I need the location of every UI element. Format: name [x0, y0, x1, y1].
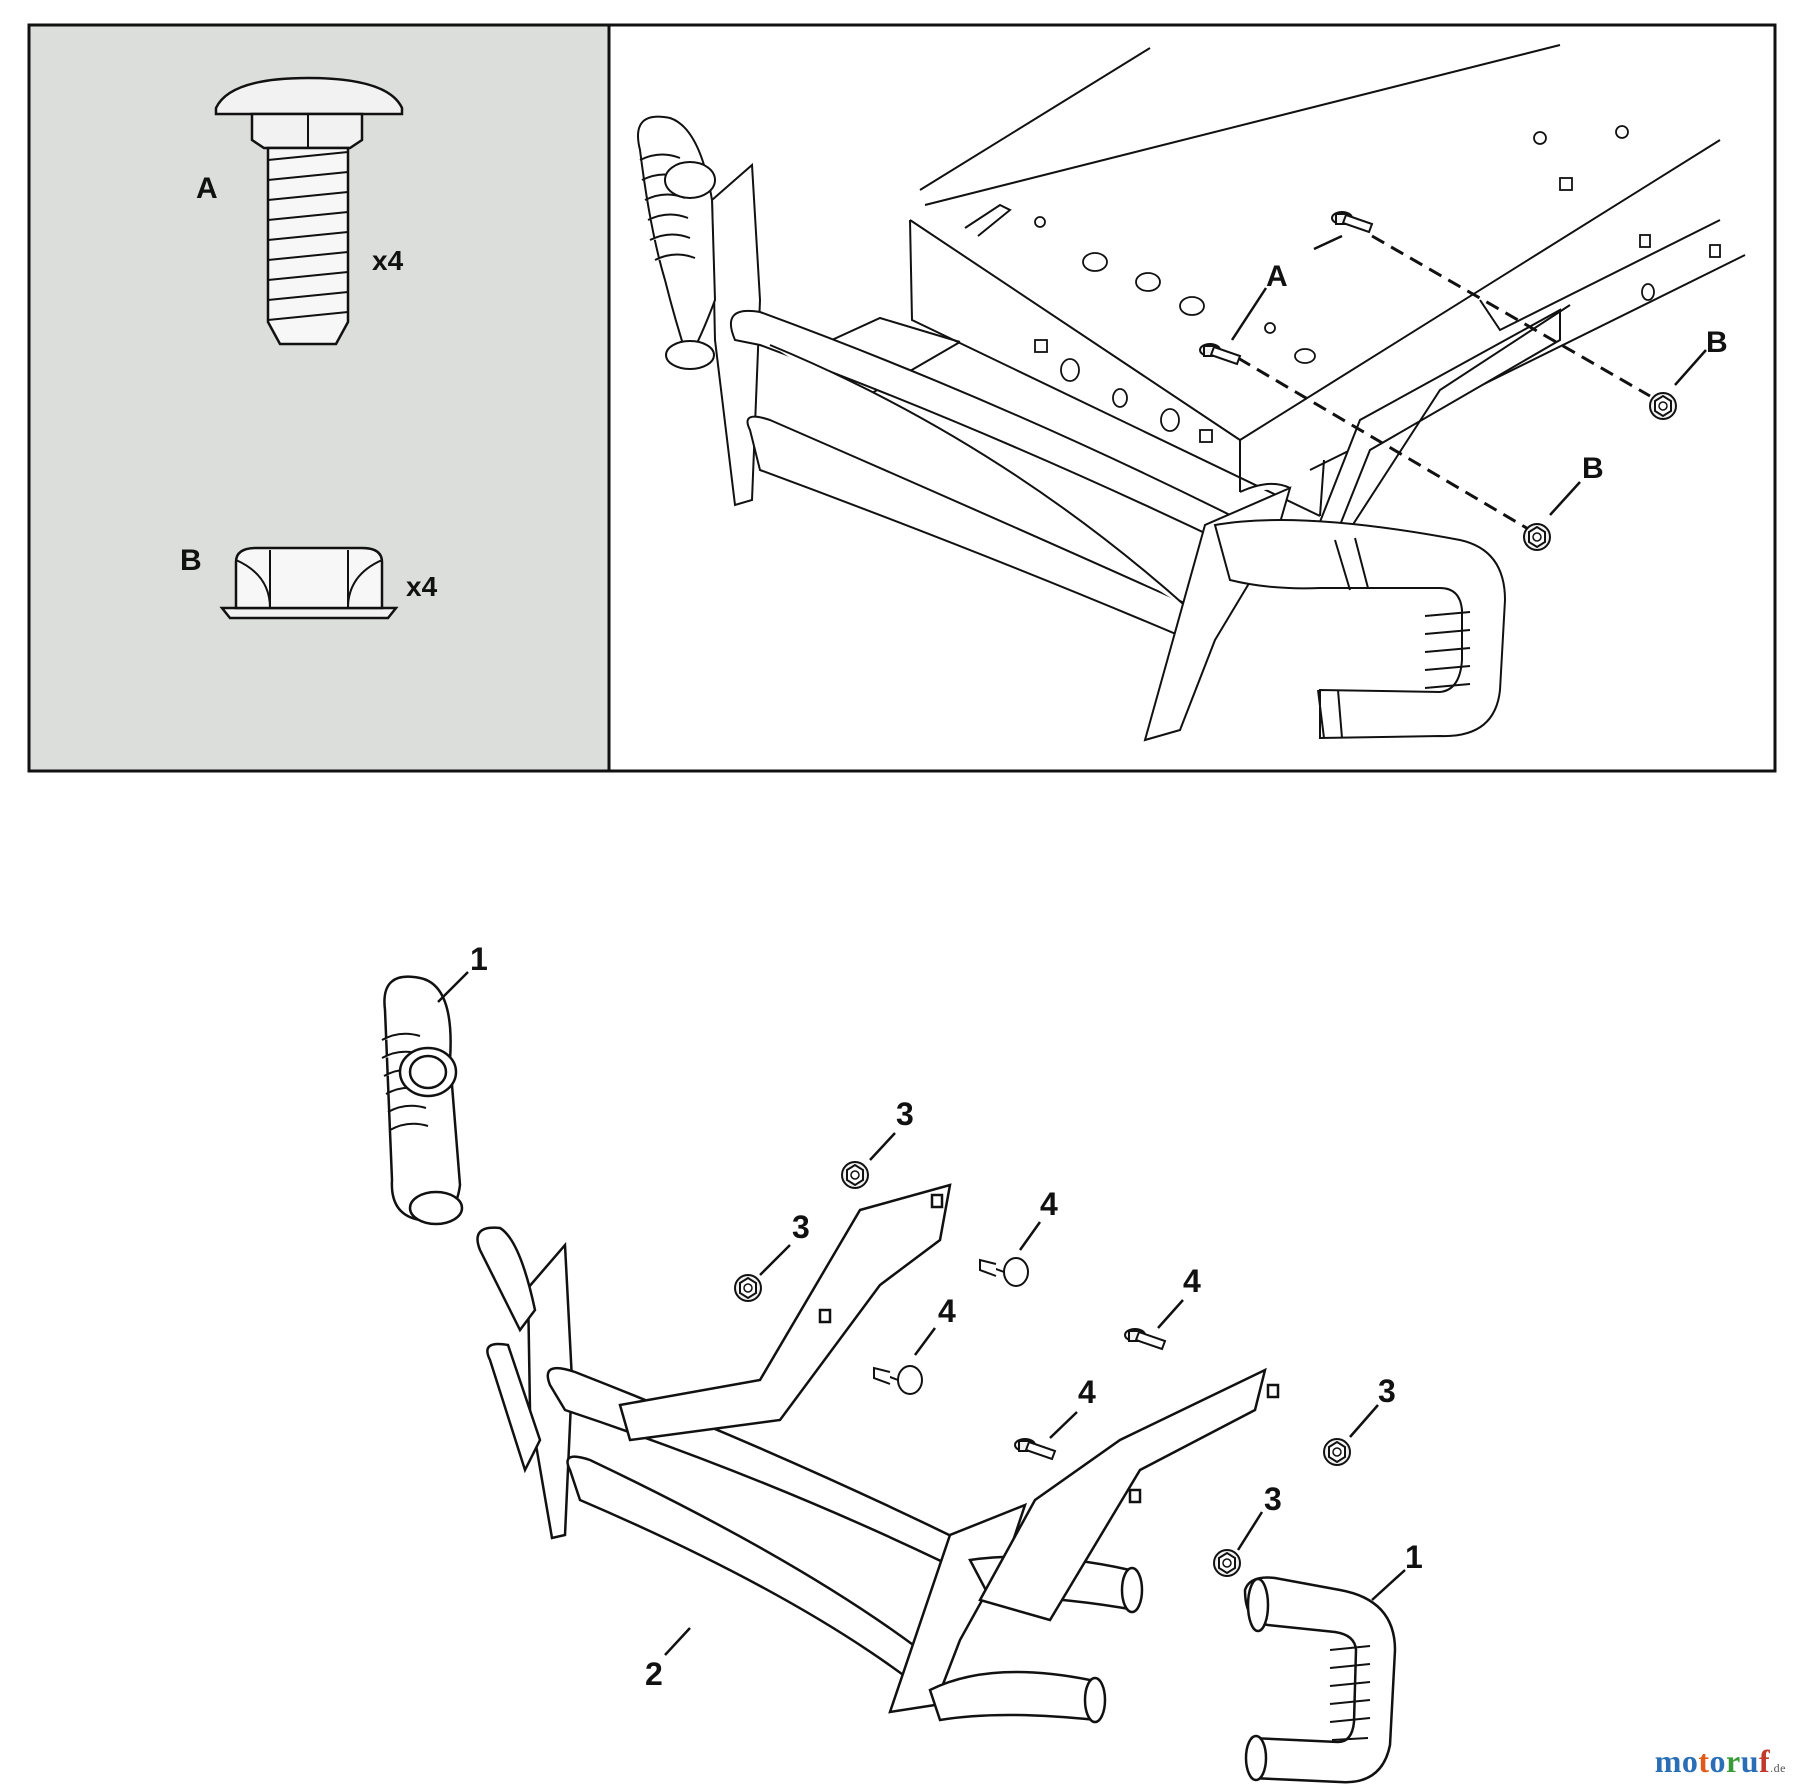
- assembly-leader-lines: [1230, 234, 1707, 516]
- flange-nut-2: [734, 1274, 762, 1302]
- flange-nut-4: [1213, 1549, 1241, 1577]
- callout-1-right: 1: [1405, 1539, 1423, 1575]
- callout-3-c: 3: [1378, 1373, 1396, 1409]
- callout-a-1: A: [1266, 260, 1288, 293]
- carriage-bolt-icon: [214, 76, 404, 346]
- nut-b-lower: [1523, 523, 1551, 551]
- carriage-bolt-3: [1124, 1328, 1166, 1350]
- front-bumper: [476, 1183, 1280, 1724]
- watermark-suffix: .de: [1770, 1761, 1786, 1775]
- nut-b-upper: [1649, 392, 1677, 420]
- front-bumper-assembled: [637, 115, 1571, 742]
- flange-nut-3: [1323, 1438, 1351, 1466]
- callout-b-1: B: [1706, 326, 1728, 359]
- carriage-bolt-2: [873, 1365, 923, 1395]
- callout-4-d: 4: [1078, 1374, 1096, 1410]
- carriage-bolt-4: [1014, 1438, 1056, 1460]
- callout-b-2: B: [1582, 452, 1604, 485]
- callout-4-b: 4: [938, 1293, 956, 1329]
- callout-2: 2: [645, 1656, 663, 1692]
- install-guide-lines: [1237, 234, 1651, 532]
- callout-3-a: 3: [896, 1096, 914, 1132]
- flange-nut-icon: [219, 546, 399, 620]
- carriage-bolt-1: [979, 1257, 1029, 1287]
- tractor-frame: [809, 44, 1746, 517]
- bolt-quantity: x4: [372, 245, 404, 276]
- nut-label: B: [180, 544, 202, 577]
- bolt-label: A: [196, 172, 218, 205]
- elbow-pipe-right: [1243, 1576, 1397, 1784]
- watermark-logo: motoruf.de: [1655, 1743, 1786, 1780]
- callout-3-d: 3: [1264, 1481, 1282, 1517]
- callout-4-a: 4: [1040, 1186, 1058, 1222]
- watermark-text: motoruf: [1654, 1743, 1771, 1779]
- callout-1-left: 1: [470, 941, 488, 977]
- nut-quantity: x4: [406, 571, 438, 602]
- callout-4-c: 4: [1183, 1263, 1201, 1299]
- callout-3-b: 3: [792, 1209, 810, 1245]
- exploded-leader-lines: [437, 971, 1406, 1656]
- flange-nut-1: [841, 1161, 869, 1189]
- elbow-pipe-left: [381, 975, 464, 1226]
